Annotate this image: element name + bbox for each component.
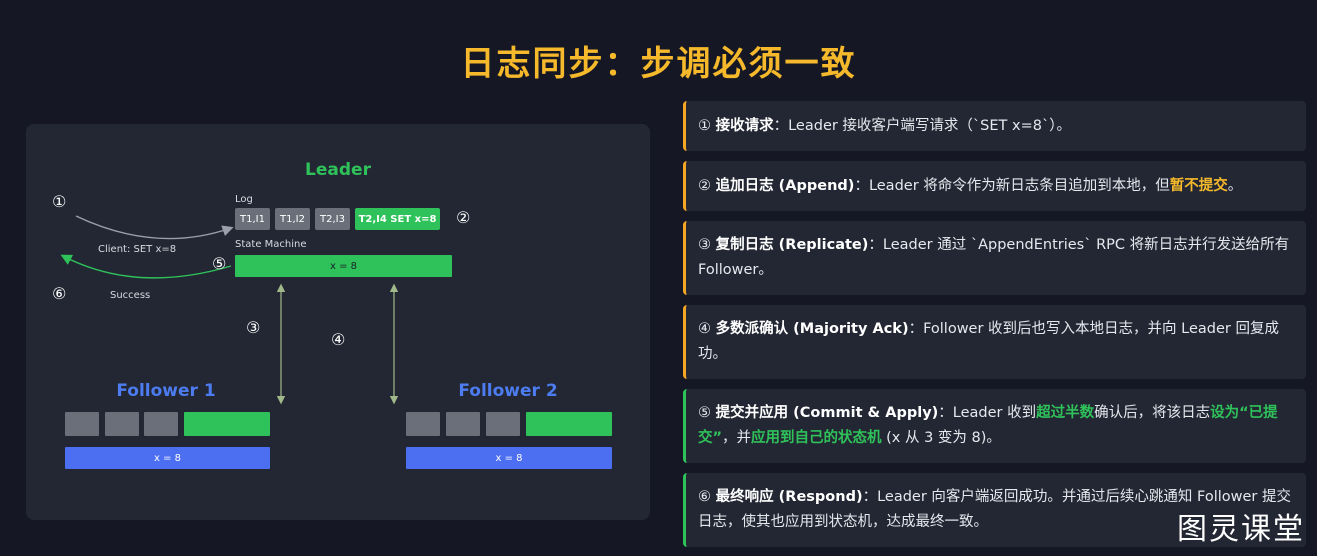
follower1-log-entry	[144, 412, 178, 436]
step-heading: 复制日志 (Replicate)	[715, 237, 869, 253]
step-text: Leader 将命令作为新日志条目追加到本地，但	[868, 177, 1170, 194]
marker-2: ②	[456, 208, 471, 227]
step-heading: 最终响应 (Respond)	[715, 489, 863, 505]
step-number: ①	[698, 117, 716, 134]
step-text: Leader 向客户端返回成功。并通过后续心跳通知 Follower 提交日志，…	[698, 489, 1292, 530]
step-heading: 接收请求	[715, 117, 774, 134]
step-card-5: ⑤ 提交并应用 (Commit & Apply)：Leader 收到超过半数确认…	[683, 389, 1306, 463]
follower2-log-entry	[446, 412, 480, 436]
step-text: Follower 收到后也写入本地日志，并向 Leader 回复成功。	[698, 321, 1279, 362]
step-heading: 多数派确认 (Majority Ack)	[715, 321, 909, 337]
watermark: 图灵课堂	[1177, 512, 1305, 547]
client-request-label: Client: SET x=8	[98, 244, 177, 255]
step-number: ③	[698, 237, 716, 253]
step-card-4: ④ 多数派确认 (Majority Ack)：Follower 收到后也写入本地…	[683, 305, 1306, 379]
follower2-state-machine: x = 8	[406, 447, 612, 469]
step-highlight: 暂不提交	[1169, 177, 1228, 194]
step-card-2: ② 追加日志 (Append)：Leader 将命令作为新日志条目追加到本地，但…	[683, 161, 1306, 211]
success-arrow	[60, 254, 232, 279]
step-number: ④	[698, 321, 716, 337]
step-highlight: 超过半数	[1036, 405, 1095, 421]
marker-6: ⑥	[52, 284, 67, 303]
step-card-3: ③ 复制日志 (Replicate)：Leader 通过 `AppendEntr…	[683, 221, 1306, 295]
step-card-1: ① 接收请求：Leader 接收客户端写请求（`SET x=8`）。	[683, 101, 1306, 151]
log-entry: T2,I3	[315, 208, 350, 230]
follower1-title: Follower 1	[116, 381, 216, 401]
marker-1: ①	[52, 192, 67, 211]
marker-5: ⑤	[212, 254, 227, 273]
marker-4: ④	[331, 330, 346, 349]
step-heading: 提交并应用 (Commit & Apply)	[715, 405, 939, 421]
follower2-log-entry-new	[526, 412, 612, 436]
step-text: Leader 收到	[952, 405, 1037, 421]
leader-title: Leader	[305, 160, 371, 180]
success-label: Success	[110, 290, 151, 301]
step-number: ⑤	[698, 405, 716, 421]
step-heading: 追加日志 (Append)	[715, 177, 855, 194]
log-entry: T1,I1	[235, 208, 270, 230]
log-entry-new: T2,I4 SET x=8	[355, 208, 440, 230]
diagram-arrows	[60, 215, 399, 405]
step-highlight: 设为“已提交”	[698, 405, 1278, 446]
step-card-6: ⑥ 最终响应 (Respond)：Leader 向客户端返回成功。并通过后续心跳…	[683, 473, 1306, 547]
page-title: 日志同步：步调必须一致	[460, 44, 857, 84]
step-highlight: 应用到自己的状态机	[751, 430, 882, 446]
follower1-state-machine: x = 8	[65, 447, 270, 469]
step-number: ②	[698, 177, 716, 194]
client-request-arrow	[75, 215, 234, 240]
step-text: Leader 接收客户端写请求（`SET x=8`）。	[788, 117, 1071, 134]
follower2-log-entry	[406, 412, 440, 436]
state-machine-label: State Machine	[235, 239, 307, 250]
step-text: Leader 通过 `AppendEntries` RPC 将新日志并行发送给所…	[698, 237, 1290, 278]
diagram-panel: Leader ① ② ③ ④ ⑤ ⑥ Log T1,I1 T1,I2 T2,I3…	[26, 124, 650, 520]
follower2-title: Follower 2	[458, 381, 558, 401]
marker-3: ③	[246, 318, 261, 337]
log-label: Log	[235, 194, 253, 205]
leader-state-machine: x = 8	[235, 255, 452, 277]
step-number: ⑥	[698, 489, 716, 505]
follower1-log-entry-new	[184, 412, 270, 436]
follower1-log-entry	[65, 412, 99, 436]
follower2-log-entry	[486, 412, 520, 436]
log-entry: T1,I2	[275, 208, 310, 230]
follower1-log-entry	[105, 412, 139, 436]
